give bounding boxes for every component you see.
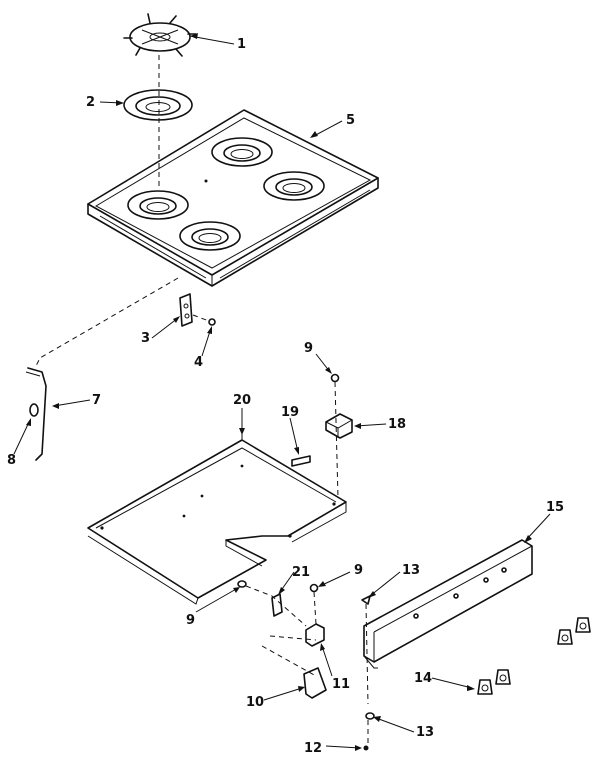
screw-9-top	[330, 373, 340, 383]
callout-labels: 1 2 3 4 5 7 8 9 9 9 10 11 12 13 13 14 15…	[7, 37, 564, 756]
drip-bowl	[123, 89, 193, 121]
label-2: 2	[86, 95, 95, 110]
label-9-mid: 9	[354, 563, 363, 578]
rod-clip	[29, 403, 39, 417]
bottom-panel	[87, 434, 347, 605]
bracket-11	[305, 623, 325, 647]
hinge-bracket	[179, 293, 193, 327]
label-12: 12	[304, 741, 322, 756]
label-14: 14	[414, 671, 432, 686]
label-21: 21	[292, 565, 310, 580]
label-13-top: 13	[402, 563, 420, 578]
knobs	[477, 617, 591, 695]
label-5: 5	[346, 113, 355, 128]
leader-lines	[13, 33, 551, 751]
label-3: 3	[141, 331, 150, 346]
label-1: 1	[237, 37, 246, 52]
screw-9-left	[237, 580, 247, 588]
support-rod	[25, 367, 47, 461]
label-9-left: 9	[186, 613, 195, 628]
block-10	[303, 667, 327, 699]
screw-13-top	[361, 595, 371, 605]
screw-13-bottom	[365, 712, 375, 720]
screw-4	[208, 318, 216, 326]
label-18: 18	[388, 417, 406, 432]
front-panel	[363, 539, 533, 669]
label-13-bottom: 13	[416, 725, 434, 740]
bracket-18	[325, 413, 353, 439]
label-8: 8	[7, 453, 16, 468]
part-12	[363, 745, 369, 751]
label-4: 4	[194, 355, 203, 370]
label-9-top: 9	[304, 341, 313, 356]
screw-9-mid	[309, 583, 319, 593]
label-15: 15	[546, 500, 564, 515]
label-7: 7	[92, 393, 101, 408]
burner-grate	[123, 13, 197, 57]
cooktop	[87, 109, 379, 287]
clip-21	[271, 593, 283, 617]
label-20: 20	[233, 393, 251, 408]
label-19: 19	[281, 405, 299, 420]
strip-19	[291, 455, 311, 467]
label-10: 10	[246, 695, 264, 710]
label-11: 11	[332, 677, 350, 692]
